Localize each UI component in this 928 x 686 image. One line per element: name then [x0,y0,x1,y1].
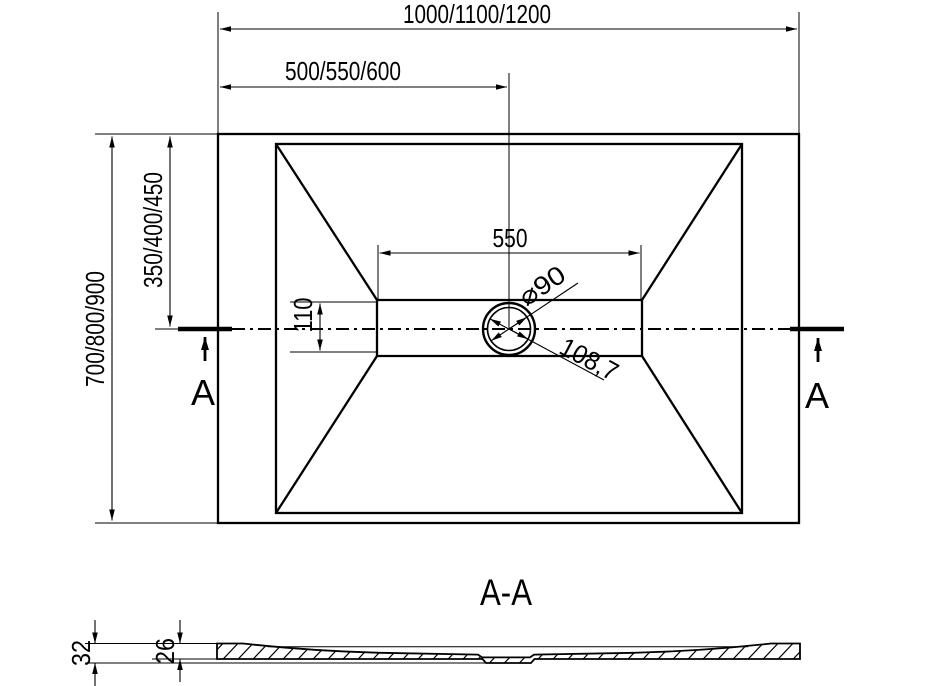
channel-width-dim: 110 [288,298,318,333]
drain-outer-circle [481,301,537,357]
section-hatching [217,643,800,663]
drain-offset-depth-dim: 350/400/450 [138,172,168,288]
overall-depth-dim: 700/800/900 [80,271,110,387]
extension-lines [95,12,800,524]
section-marker-left-label: A [191,372,215,413]
overall-width-dim: 1000/1100/1200 [403,0,551,29]
drain-offset-width-dim: 500/550/600 [285,56,401,86]
section-dimension-lines [92,620,183,686]
channel-length-dim: 550 [493,223,528,253]
total-height-dim: 32 [66,640,96,666]
section-view: A-A 32 26 [66,572,801,686]
drain-inner-circle [486,306,532,352]
dimension-lines [109,26,797,521]
section-extension-lines [85,643,486,664]
drain [481,282,605,381]
plan-view: 1000/1100/1200 500/550/600 550 700/800/9… [80,0,844,525]
section-title: A-A [480,572,532,613]
drain-diagonal-dim: 108,7 [555,331,624,387]
drain-diameter-dim: ⌀90 [513,259,571,312]
base-thickness-dim: 26 [150,638,180,664]
section-marker-right-label: A [805,375,829,416]
